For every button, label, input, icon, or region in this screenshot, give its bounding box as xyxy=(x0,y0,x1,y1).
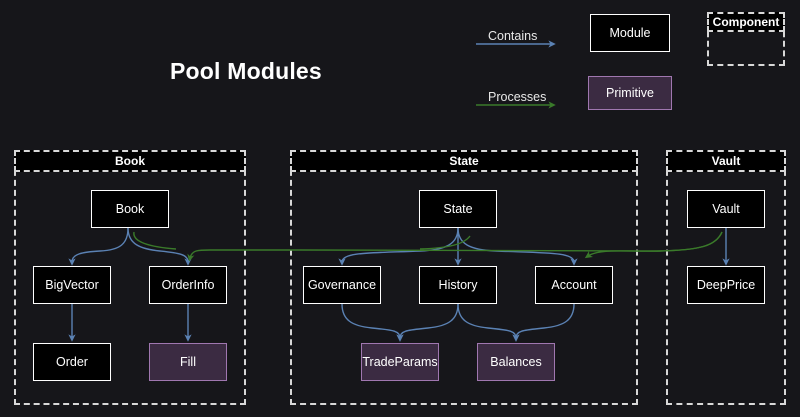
node-fill[interactable]: Fill xyxy=(149,343,227,381)
group-vault-title: Vault xyxy=(666,150,786,172)
group-state: State xyxy=(290,150,638,405)
group-book-title: Book xyxy=(14,150,246,172)
legend-node-module-label: Module xyxy=(609,26,651,40)
node-history-label: History xyxy=(438,278,478,292)
node-bigvector[interactable]: BigVector xyxy=(33,266,111,304)
node-governance[interactable]: Governance xyxy=(303,266,381,304)
node-book[interactable]: Book xyxy=(91,190,169,228)
node-book-label: Book xyxy=(115,202,145,216)
group-state-title: State xyxy=(290,150,638,172)
legend-component-header: Component xyxy=(707,12,785,32)
legend-label-contains: Contains xyxy=(488,29,538,43)
node-deepprice-label: DeepPrice xyxy=(696,278,756,292)
node-tradeparams[interactable]: TradeParams xyxy=(361,343,439,381)
node-orderinfo-label: OrderInfo xyxy=(161,278,215,292)
legend-node-primitive: Primitive xyxy=(588,76,672,110)
node-vault-label: Vault xyxy=(712,202,740,216)
node-orderinfo[interactable]: OrderInfo xyxy=(149,266,227,304)
group-book: Book xyxy=(14,150,246,405)
node-account-label: Account xyxy=(551,278,597,292)
legend-component-box: Component xyxy=(707,12,785,66)
node-state[interactable]: State xyxy=(419,190,497,228)
legend-node-module: Module xyxy=(590,14,670,52)
legend-node-primitive-label: Primitive xyxy=(606,86,654,100)
node-tradeparams-label: TradeParams xyxy=(362,355,438,369)
node-fill-label: Fill xyxy=(180,355,196,369)
legend-label-processes: Processes xyxy=(488,90,547,104)
node-history[interactable]: History xyxy=(419,266,497,304)
node-vault[interactable]: Vault xyxy=(687,190,765,228)
group-vault: Vault xyxy=(666,150,786,405)
node-balances[interactable]: Balances xyxy=(477,343,555,381)
node-governance-label: Governance xyxy=(307,278,377,292)
node-order-label: Order xyxy=(56,355,88,369)
page-title: Pool Modules xyxy=(170,58,322,84)
node-deepprice[interactable]: DeepPrice xyxy=(687,266,765,304)
node-order[interactable]: Order xyxy=(33,343,111,381)
node-balances-label: Balances xyxy=(490,355,542,369)
node-account[interactable]: Account xyxy=(535,266,613,304)
node-state-label: State xyxy=(443,202,473,216)
node-bigvector-label: BigVector xyxy=(45,278,99,292)
